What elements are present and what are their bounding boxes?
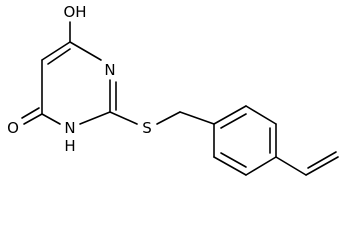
bond-ar4-ar5 — [245, 156, 277, 176]
bond-c2-s — [109, 111, 138, 125]
thioether-sulfur-label: S — [142, 119, 152, 137]
bond-c4-o-double — [21, 107, 40, 119]
bond-s-ch2 — [156, 111, 181, 125]
structural-formula: OH N N H O S — [7, 3, 339, 176]
carbonyl-oxygen-label: O — [7, 119, 19, 137]
ring-nitrogen-nh-label: N — [64, 119, 75, 137]
bond-c5-c6-double — [47, 48, 71, 65]
bond-ar5-ar6 — [213, 156, 247, 176]
bonds — [21, 21, 339, 176]
bond-ar1-ar2 — [213, 105, 247, 125]
bond-c5-c6 — [41, 41, 71, 61]
bond-vinyl-double — [307, 151, 337, 169]
ring-nitrogen-top-label: N — [104, 61, 115, 79]
bond-c4-o — [23, 113, 43, 125]
bond-ar-vinyl — [275, 156, 307, 176]
bond-c2-n3 — [79, 111, 111, 125]
ring-nh-hydrogen-label: H — [64, 137, 75, 155]
bond-n3-c4 — [41, 113, 61, 125]
atom-labels: OH N N H O S — [7, 3, 152, 155]
bond-ar1-ar2-double — [220, 113, 247, 129]
bond-ch2-ring — [179, 111, 215, 125]
bond-ar5-ar6-double — [220, 152, 247, 168]
bond-vinyl — [305, 156, 339, 176]
bond-ar2-ar3 — [245, 105, 277, 125]
hydroxyl-label: OH — [63, 3, 86, 21]
bond-c6-n1 — [69, 41, 102, 61]
